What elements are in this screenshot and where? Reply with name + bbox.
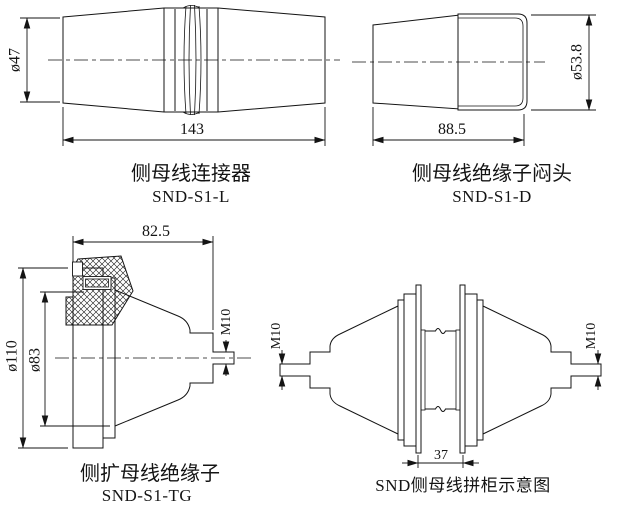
assembly-right-insulator — [464, 293, 602, 447]
dim-label-left-thread: M10 — [269, 323, 284, 349]
dim-label-core-diameter: ø83 — [27, 348, 44, 372]
cap-inner-wall — [458, 17, 524, 107]
connector-title: 侧母线连接器 — [131, 162, 251, 185]
assembly-right-step-edges — [476, 300, 484, 440]
cap-title: 侧母线绝缘子闷头 — [412, 162, 572, 185]
dim-label-right-thread: M10 — [584, 323, 599, 349]
assembly-left-insulator — [279, 293, 417, 447]
dim-label-connector-length: 143 — [180, 121, 204, 138]
drawing-insulator: 82.5 ø110 ø83 M10 侧扩母线绝缘子 SND-S1-TG — [4, 223, 252, 505]
dim-ext-cap-diameter — [531, 14, 596, 111]
cap-model: SND-S1-D — [452, 187, 532, 206]
dim-label-outer-diameter: ø110 — [4, 340, 21, 371]
panel-right — [459, 284, 466, 454]
assembly-left-step-edges — [397, 300, 405, 440]
dim-label-thread: M10 — [219, 309, 234, 335]
drawing-assembly: M10 M10 37 SND侧母线拼柜示意图 — [269, 284, 602, 495]
dim-label-cap-diameter: ø53.8 — [569, 44, 586, 80]
dim-label-cap-length: 88.5 — [438, 121, 466, 138]
connector-body — [62, 7, 326, 113]
drawing-cap: 88.5 ø53.8 侧母线绝缘子闷头 SND-S1-D — [352, 13, 596, 206]
flange-insert-core — [85, 278, 109, 288]
dim-ext-outer-diameter — [18, 267, 68, 449]
dim-label-panel-gap: 37 — [434, 448, 448, 463]
panel-right-collar — [455, 329, 461, 411]
flange-bolt-slot — [72, 261, 83, 277]
assembly-title: SND侧母线拼柜示意图 — [375, 476, 551, 495]
panel-left-collar — [420, 329, 426, 411]
drawing-connector: ø47 143 侧母线连接器 SND-S1-L — [7, 4, 340, 206]
dim-label-connector-diameter: ø47 — [7, 48, 24, 72]
connector-model: SND-S1-L — [152, 187, 230, 206]
dim-label-insulator-width: 82.5 — [142, 223, 170, 240]
panel-left — [415, 284, 422, 454]
insulator-model: SND-S1-TG — [102, 486, 192, 505]
insulator-title: 侧扩母线绝缘子 — [80, 462, 220, 485]
busbar-link-edges — [425, 328, 456, 412]
